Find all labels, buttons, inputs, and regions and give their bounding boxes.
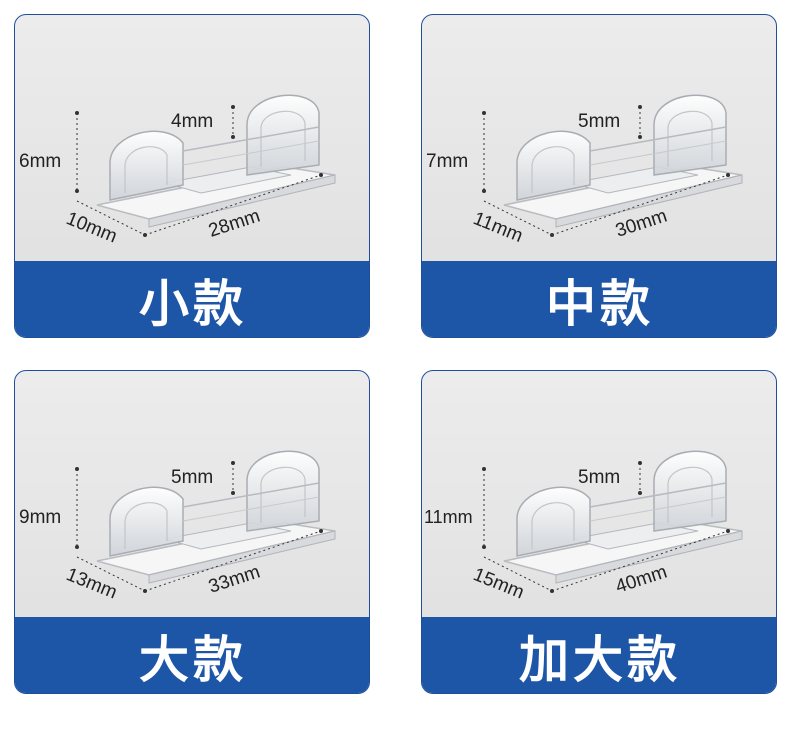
size-title: 中款 — [422, 261, 776, 337]
gap-label: 4mm — [171, 111, 213, 132]
width-label: 10mm — [63, 208, 120, 247]
size-card-medium: 7mm 5mm 11mm 30mm 中款 — [421, 14, 777, 338]
gap-label: 5mm — [578, 111, 620, 132]
gap-label: 5mm — [171, 467, 213, 488]
cable-clip-image: 11mm 5mm 15mm 40mm — [424, 450, 743, 603]
height-label: 7mm — [426, 151, 468, 172]
size-card-large: 9mm 5mm 13mm 33mm 大款 — [14, 370, 370, 694]
width-label: 13mm — [63, 564, 120, 603]
size-card-xlarge: 11mm 5mm 15mm 40mm 加大款 — [421, 370, 777, 694]
width-label: 11mm — [470, 208, 526, 247]
gap-label: 5mm — [578, 467, 620, 488]
width-label: 15mm — [470, 564, 527, 603]
size-title: 大款 — [15, 617, 369, 693]
cable-clip-image: 7mm 5mm 11mm 30mm — [426, 94, 743, 247]
size-title: 加大款 — [422, 617, 776, 693]
size-title: 小款 — [15, 261, 369, 337]
cable-clip-image: 6mm 4mm 10mm 28mm — [19, 94, 336, 247]
height-label: 6mm — [19, 151, 61, 172]
height-label: 9mm — [19, 507, 61, 528]
height-label: 11mm — [424, 507, 473, 527]
cable-clip-image: 9mm 5mm 13mm 33mm — [19, 450, 336, 603]
size-card-small: 6mm 4mm 10mm 28mm 小款 — [14, 14, 370, 338]
